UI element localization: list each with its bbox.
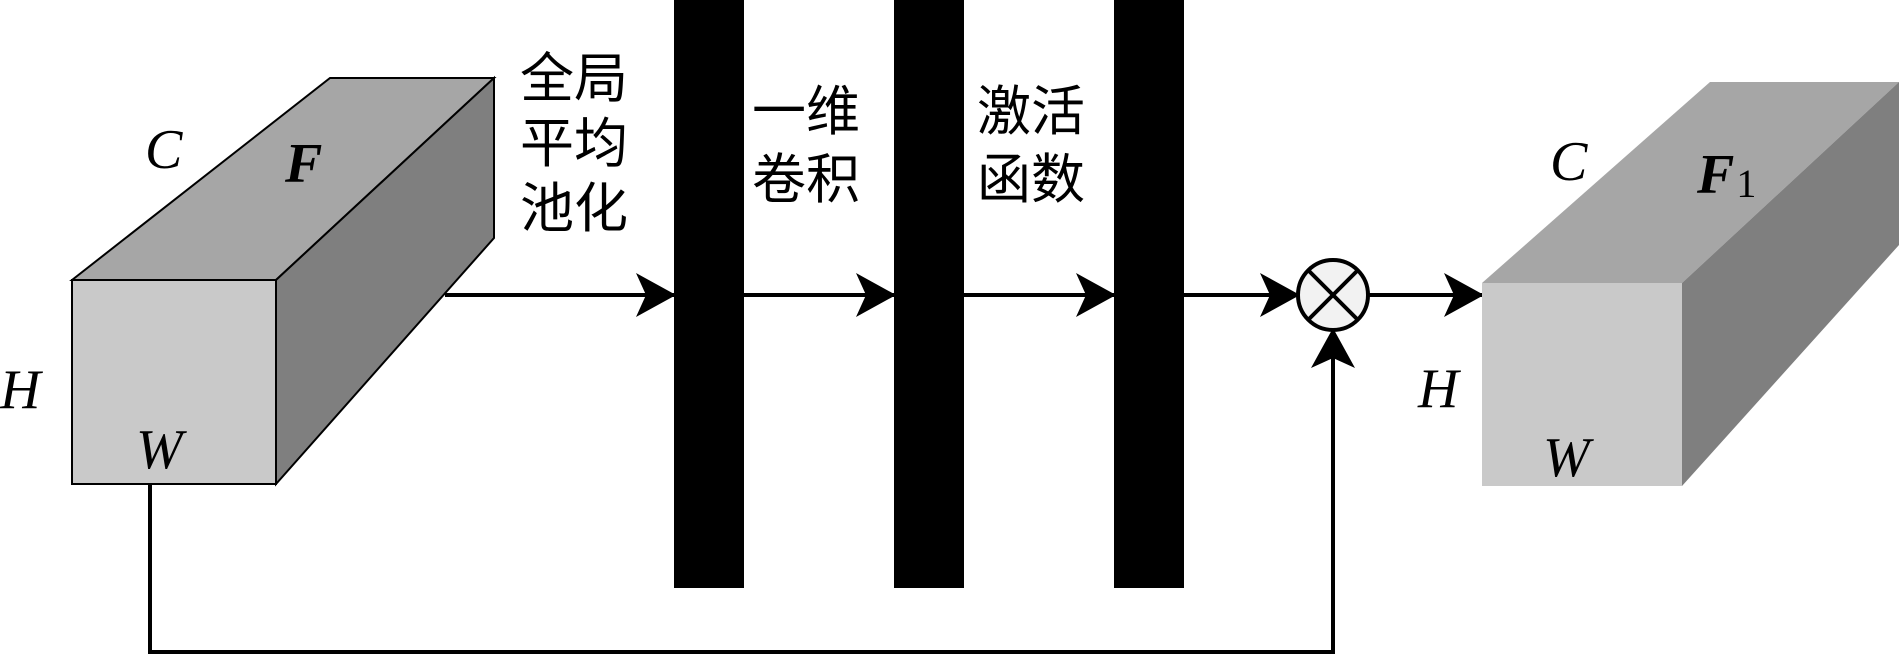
output-width-label: W [1543,427,1594,489]
output-channel-label: C [1550,131,1588,193]
gap-stage-label: 全局 平均 池化 [520,47,628,240]
output-block-front-face [1482,283,1682,486]
gap-label-line1: 全局 [520,47,628,110]
input-height-label: H [0,359,43,421]
input-width-label: W [136,419,187,481]
input-block-front-face [71,279,277,485]
input-channel-label: C [145,119,183,181]
skip-connection-path [148,370,1335,654]
conv1d-bar [894,0,964,588]
output-block-top-face [1482,82,1899,283]
conv1d-label-line2: 卷积 [752,148,860,211]
conv1d-stage-label: 一维 卷积 [752,80,860,211]
activation-stage-label: 激活 函数 [977,80,1085,211]
output-feature-label-main: F [1696,144,1734,206]
activation-label-line2: 函数 [977,148,1085,211]
output-block-side-face [1682,82,1899,486]
multiply-icon-stroke-2 [1306,268,1360,322]
input-feature-label: F [284,133,322,195]
output-feature-label: F1 [1696,144,1756,206]
conv1d-label-line1: 一维 [752,80,860,143]
output-feature-label-subscript: 1 [1736,161,1756,206]
activation-label-line1: 激活 [977,80,1085,143]
input-feature-block [69,75,497,487]
gap-label-line3: 池化 [520,177,628,240]
output-feature-block [1482,82,1899,486]
output-height-label: H [1417,358,1461,420]
activation-bar [1114,0,1184,588]
gap-bar [674,0,744,588]
multiply-node [1296,258,1370,332]
gap-label-line2: 平均 [520,112,628,175]
